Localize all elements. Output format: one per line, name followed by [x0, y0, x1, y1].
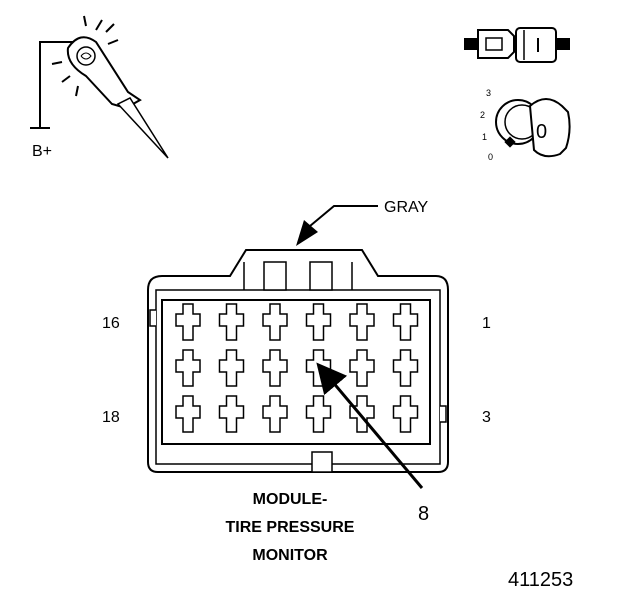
- module-title-line-3: MONITOR: [252, 547, 328, 564]
- module-title-line-2: TIRE PRESSURE: [226, 519, 355, 536]
- ignition-position-2: 2: [480, 110, 485, 120]
- pin-cavity: [262, 349, 288, 387]
- pin-label-1: 1: [482, 315, 491, 332]
- pin-8-leader-arrow: [316, 362, 424, 489]
- pin-cavity: [218, 303, 245, 341]
- ignition-key-icon: [495, 98, 571, 158]
- pin-cavity: [349, 349, 375, 387]
- pin-cavity: [392, 303, 419, 341]
- ignition-position-1: 1: [482, 132, 487, 142]
- pin-cavity: [392, 349, 419, 387]
- pin-label-3: 3: [482, 409, 491, 426]
- ignition-position-3: 3: [486, 88, 491, 98]
- pin-cavity: [218, 395, 245, 433]
- test-light-probe-icon: [30, 15, 169, 159]
- pin-cavity: [349, 395, 375, 433]
- pin-cavity: [262, 395, 288, 433]
- pin-cavity: [175, 303, 201, 341]
- pin-cavity: [175, 349, 201, 387]
- connector-color-label: GRAY: [384, 199, 428, 216]
- pin-8-label: 8: [418, 503, 429, 525]
- figure-id: 411253: [508, 569, 573, 591]
- ignition-position-0: 0: [488, 152, 493, 162]
- b-plus-label: B+: [32, 143, 52, 160]
- pin-cavity: [305, 395, 332, 433]
- pin-cavity: [305, 303, 332, 341]
- pin-cavity: [262, 303, 288, 341]
- module-title-line-1: MODULE-: [253, 491, 328, 508]
- pin-cavity: [392, 395, 419, 433]
- connector-plug-icon: [464, 27, 570, 63]
- pin-label-18: 18: [102, 409, 120, 426]
- pin-label-16: 16: [102, 315, 120, 332]
- pin-cavity: [218, 349, 245, 387]
- pin-cavity: [175, 395, 201, 433]
- ignition-key-label: 0: [536, 121, 547, 143]
- gray-pointer-arrow: [296, 220, 318, 246]
- pin-cavity: [349, 303, 375, 341]
